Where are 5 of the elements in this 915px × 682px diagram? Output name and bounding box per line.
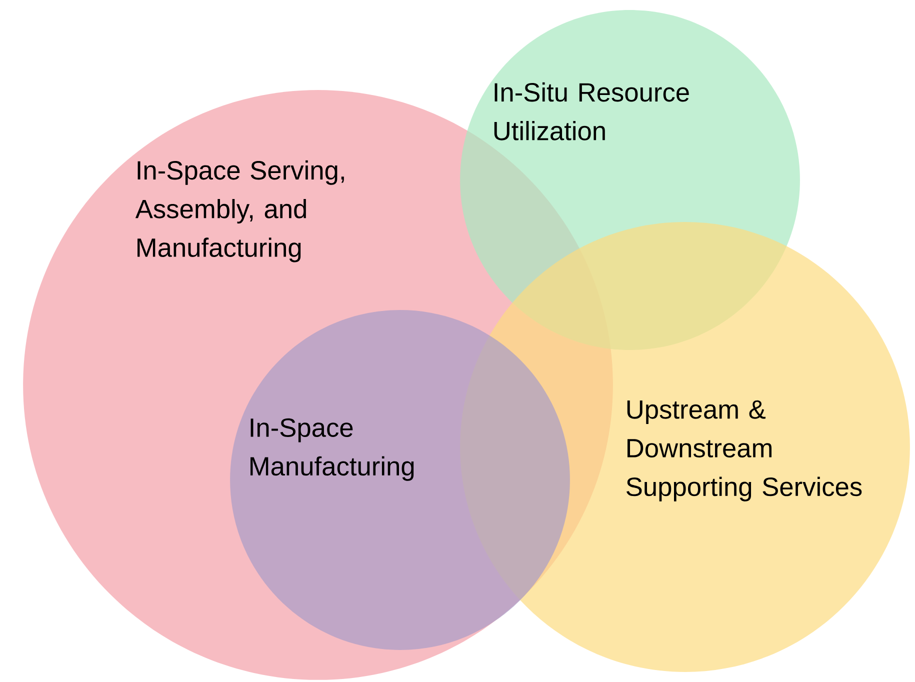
venn-circle <box>230 310 570 650</box>
circle-label: In-Space Serving, Assembly, and Manufacturing <box>135 160 344 262</box>
circle-label: In-Situ Resource Utilization <box>494 82 689 140</box>
circle-label: In-Space Manufacturing <box>250 418 414 481</box>
circle-label: Upstream & Downstream Supporting Services <box>626 400 862 502</box>
